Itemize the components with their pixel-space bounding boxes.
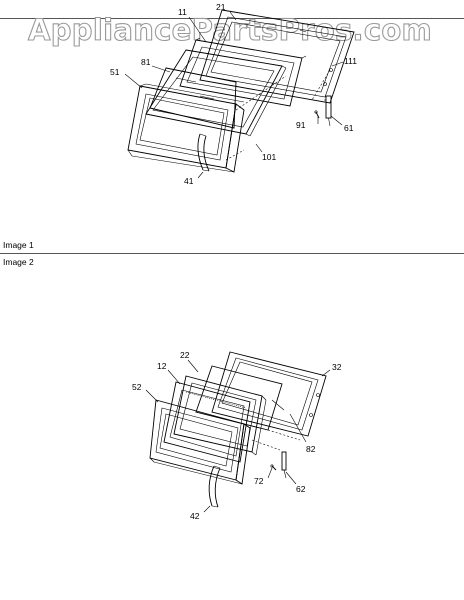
image-1-door-assembly: 21 11 81 51 111 91 61 101 41 [110, 2, 357, 186]
frame-11 [179, 37, 307, 107]
image-2-door-assembly: 22 12 52 32 82 72 62 42 [132, 350, 342, 521]
frame-22 [173, 375, 267, 456]
callout-12: 12 [157, 361, 167, 371]
screw-91 [314, 110, 320, 119]
image-1-caption: Image 1 [3, 240, 34, 250]
callout-111: 111 [344, 56, 357, 66]
callout-41: 41 [184, 176, 194, 186]
callout-42: 42 [190, 511, 200, 521]
callout-61: 61 [344, 123, 354, 133]
latch-61 [324, 95, 332, 127]
callout-22: 22 [180, 350, 190, 360]
callout-32: 32 [332, 362, 342, 372]
callout-72: 72 [254, 476, 264, 486]
inner-frame-12 [163, 381, 251, 463]
callout-52: 52 [132, 382, 142, 392]
callout-91: 91 [296, 120, 306, 130]
handle-42 [208, 465, 221, 508]
image-2-caption: Image 2 [3, 257, 34, 267]
top-divider [0, 18, 464, 19]
front-door-52 [149, 399, 251, 485]
screw-72 [270, 464, 277, 471]
callout-21: 21 [216, 2, 226, 12]
watermark-logo: AppliancePartsPros.com [28, 13, 432, 47]
latch-62 [281, 451, 287, 479]
glass-81 [149, 67, 237, 129]
inner-frame [145, 49, 287, 137]
rear-panel-32 [211, 351, 327, 437]
callout-82: 82 [306, 444, 316, 454]
callout-51: 51 [110, 67, 120, 77]
callout-62: 62 [296, 484, 306, 494]
callout-81: 81 [141, 57, 151, 67]
callout-11: 11 [178, 7, 187, 17]
callout-101: 101 [262, 152, 276, 162]
front-door-51 [127, 83, 245, 173]
middle-divider [0, 253, 464, 254]
handle-41 [197, 133, 210, 172]
